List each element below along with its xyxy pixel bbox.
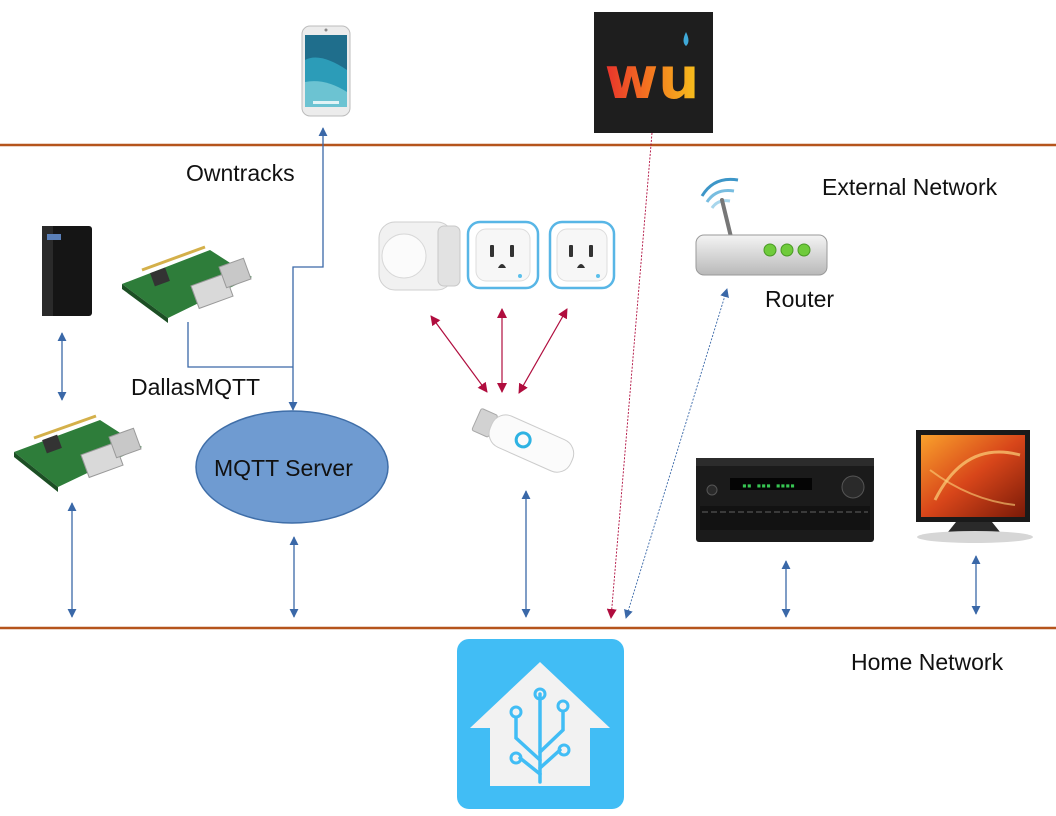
sensor-zwave-connector [430,315,488,393]
svg-text:wu: wu [605,44,700,112]
ups-battery-icon [42,226,92,316]
weather-home-connector [606,132,653,619]
svg-text:▪▪ ▪▪▪ ▪▪▪▪: ▪▪ ▪▪▪ ▪▪▪▪ [742,481,795,490]
television-icon [916,430,1033,543]
zwave-usb-stick-icon [471,408,575,473]
smart-plug-icon [548,220,616,290]
home-network-label: Home Network [851,649,1004,675]
motion-sensor-icon [378,221,461,291]
router-home-connector [624,288,729,619]
smart-plug-icon [466,220,540,290]
plug2-zwave-connector [518,308,568,394]
raspberry-pi-icon [14,414,142,492]
owntracks-label: Owntracks [186,160,295,186]
owntracks-connector [288,127,328,411]
dallasmqtt-label: DallasMQTT [131,374,261,400]
weather-underground-logo: wu [594,12,713,133]
router-label: Router [765,286,835,312]
mqtt-server-label: MQTT Server [214,455,353,481]
dallasmqtt-connector [187,322,293,368]
home-assistant-logo [457,639,624,809]
external-network-label: External Network [822,174,998,200]
av-receiver-icon: ▪▪ ▪▪▪ ▪▪▪▪ [696,458,874,542]
raspberry-pi-icon [122,245,252,323]
mqtt-server-node [195,410,389,524]
smartphone-icon [301,25,351,117]
router-icon [695,177,828,276]
